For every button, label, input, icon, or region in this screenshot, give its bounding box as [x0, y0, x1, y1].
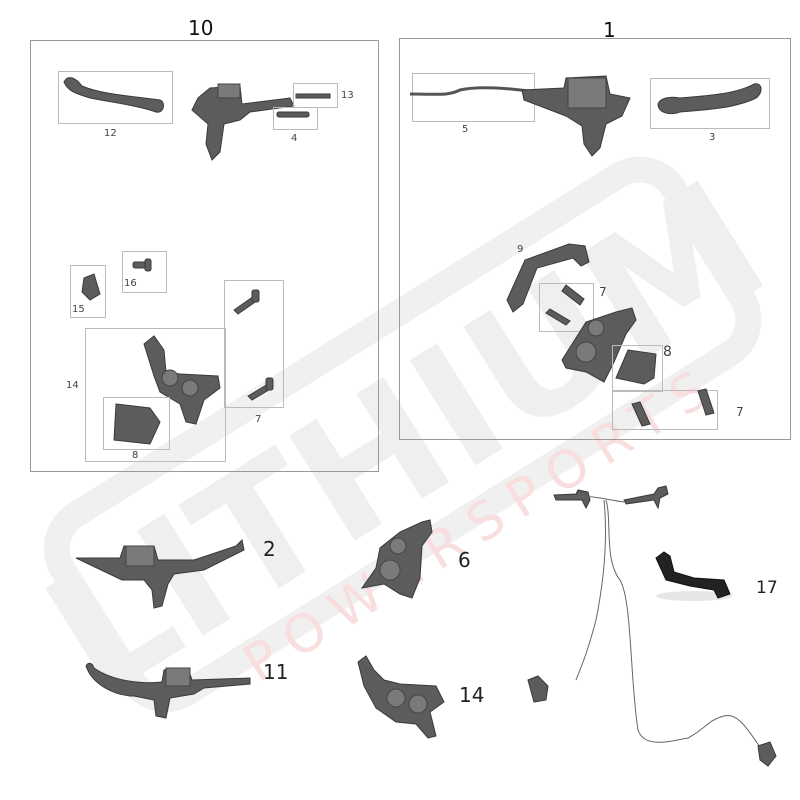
caliper-front-icon — [360, 519, 433, 599]
part-7-label-b: 7 — [599, 285, 607, 299]
master-cylinder-icon — [191, 83, 295, 161]
part-8-box-a[interactable] — [103, 397, 170, 450]
part-17-label: 17 — [756, 578, 778, 598]
caliper-bolt-icon — [561, 284, 585, 306]
part-3-box[interactable] — [650, 78, 770, 129]
part-13-label: 13 — [341, 90, 354, 101]
brake-lever-icon — [657, 83, 762, 115]
clamp-icon — [81, 273, 101, 301]
caliper-bracket-icon — [506, 243, 590, 313]
part-7-label-a: 7 — [255, 414, 262, 425]
part-9-label: 9 — [517, 244, 524, 255]
group-10-box — [30, 40, 379, 472]
brake-pad-icon — [615, 349, 657, 385]
bolt-icon — [132, 258, 152, 272]
caliper-bolt-icon — [631, 401, 651, 427]
group-1-box — [399, 38, 791, 440]
part-5-label: 5 — [462, 124, 469, 135]
part-4-box[interactable] — [273, 107, 318, 130]
part-11-label: 11 — [263, 660, 289, 684]
group-10-title: 10 — [188, 16, 214, 40]
brake-lever-icon — [63, 77, 164, 113]
part-14-label: 14 — [66, 380, 79, 391]
brake-pad-icon — [113, 403, 161, 445]
master-cylinder-left-icon — [85, 662, 251, 719]
caliper-icon — [561, 307, 637, 383]
part-12-box[interactable] — [58, 71, 173, 124]
pushrod-icon — [295, 93, 331, 99]
part-7-label-c: 7 — [736, 405, 744, 419]
brake-hose-icon — [409, 86, 537, 96]
caliper-bolt-icon — [247, 377, 274, 401]
caliper-bolt-icon — [233, 289, 260, 315]
group-1-title: 1 — [603, 18, 616, 42]
part-7-box-c[interactable] — [612, 390, 718, 430]
part-16-label: 16 — [124, 278, 137, 289]
master-cylinder-icon — [521, 75, 631, 157]
part-7-box-b[interactable] — [539, 283, 594, 332]
pin-icon — [276, 111, 310, 118]
part-4-label: 4 — [291, 133, 298, 144]
caliper-bolt-icon — [545, 308, 571, 326]
caliper-bolt-icon — [697, 388, 715, 416]
part-6-label: 6 — [458, 548, 471, 572]
part-8-box-b[interactable] — [612, 345, 663, 392]
brake-kit-assembly-icon — [527, 485, 777, 767]
caliper-rear-icon — [357, 655, 445, 739]
part-3-label: 3 — [709, 132, 716, 143]
master-cylinder-right-icon — [75, 538, 245, 609]
part-12-label: 12 — [104, 128, 117, 139]
part-8-label-b: 8 — [663, 344, 672, 360]
part-15-label: 15 — [72, 304, 85, 315]
part-15-box[interactable] — [70, 265, 106, 318]
part-16-box[interactable] — [122, 251, 167, 293]
part-2-label: 2 — [263, 537, 276, 561]
caliper-adapter-bracket-icon — [655, 551, 732, 601]
part-8-label-a: 8 — [132, 450, 139, 461]
part-14-box[interactable] — [85, 328, 226, 462]
caliper-icon — [143, 335, 221, 425]
part-7-box-a[interactable] — [224, 280, 284, 408]
part-14-loose-label: 14 — [459, 683, 485, 707]
